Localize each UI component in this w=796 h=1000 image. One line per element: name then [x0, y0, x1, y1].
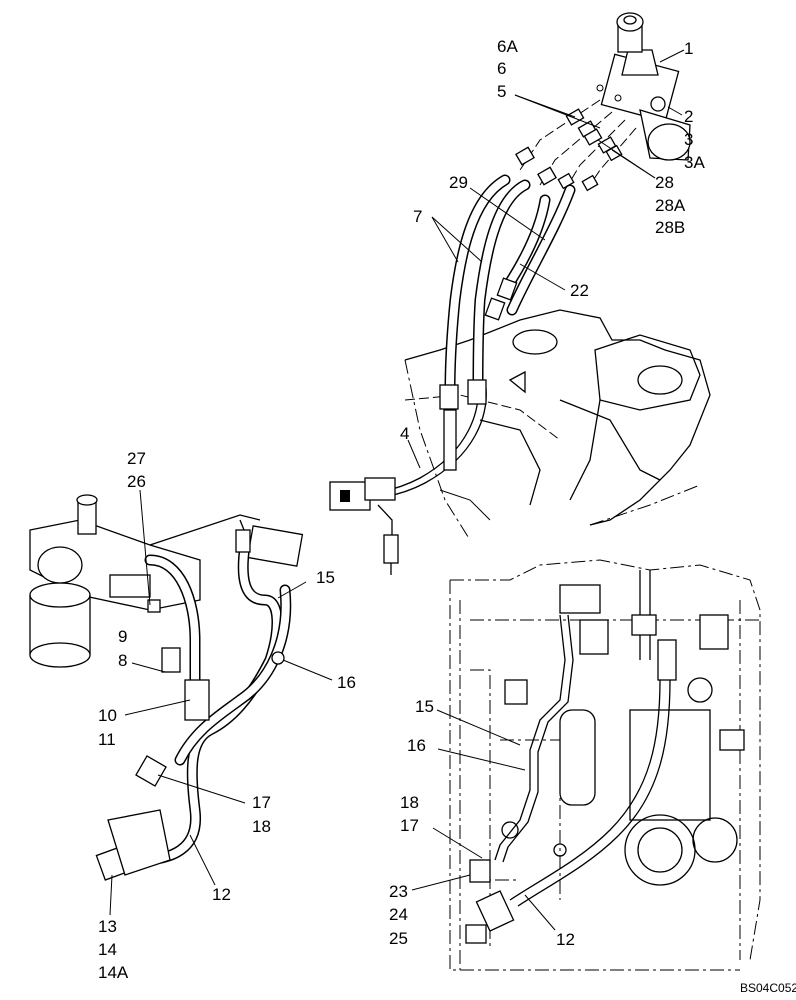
drawing-code: BS04C052 [740, 981, 796, 995]
callout-11: 11 [98, 730, 116, 749]
callout-14: 14 [98, 940, 117, 959]
callout-29: 29 [449, 173, 468, 192]
valve-fittings [515, 108, 623, 192]
callouts-right: 15 16 18 17 23 24 25 12 [389, 697, 575, 949]
right-view-assembly [449, 559, 761, 971]
callout-15-left: 15 [316, 568, 335, 587]
callout-6: 6 [497, 59, 506, 78]
callout-15-right: 15 [415, 697, 434, 716]
callout-3a: 3A [684, 153, 705, 172]
leader-lines [109, 49, 685, 931]
frame-outline [449, 559, 761, 971]
callout-17-right: 17 [400, 816, 419, 835]
steering-unit-left [29, 494, 304, 668]
callout-12-right: 12 [556, 930, 575, 949]
callout-18-right: 18 [400, 793, 419, 812]
callout-16-left: 16 [337, 673, 356, 692]
callouts-top: 6A 6 5 1 2 3 3A 28 28A 28B 29 7 22 4 [400, 37, 705, 443]
hoses-left [134, 519, 292, 866]
frame-housing [404, 309, 711, 541]
callout-5: 5 [497, 82, 506, 101]
callout-10: 10 [98, 706, 117, 725]
callout-24: 24 [389, 905, 408, 924]
callout-2: 2 [684, 107, 693, 126]
steering-valve [596, 12, 691, 161]
callout-3: 3 [684, 130, 693, 149]
callout-27: 27 [127, 449, 146, 468]
callout-25: 25 [389, 929, 408, 948]
callout-28: 28 [655, 173, 674, 192]
callout-28b: 28B [655, 218, 685, 237]
hose-ends [439, 277, 518, 471]
engine-components [501, 614, 745, 886]
callout-18-left: 18 [252, 817, 271, 836]
callout-26: 26 [127, 472, 146, 491]
callout-9: 9 [118, 627, 127, 646]
callout-13: 13 [98, 917, 117, 936]
callout-8: 8 [118, 651, 127, 670]
callout-22: 22 [570, 281, 589, 300]
callout-14a: 14A [98, 963, 129, 982]
callouts-left: 27 26 9 8 10 11 15 16 17 18 12 13 14 14A [98, 449, 356, 982]
callout-16-right: 16 [407, 736, 426, 755]
callout-1: 1 [684, 39, 693, 58]
callout-4: 4 [400, 424, 409, 443]
callout-7: 7 [413, 207, 422, 226]
hoses-right [465, 570, 677, 944]
callout-12-left: 12 [212, 885, 231, 904]
callout-28a: 28A [655, 196, 686, 215]
callout-6a: 6A [497, 37, 518, 56]
hoses-top [379, 174, 576, 498]
relief-valve-block [329, 477, 399, 575]
callout-23: 23 [389, 882, 408, 901]
top-view-assembly [329, 12, 711, 575]
callout-17-left: 17 [252, 793, 271, 812]
